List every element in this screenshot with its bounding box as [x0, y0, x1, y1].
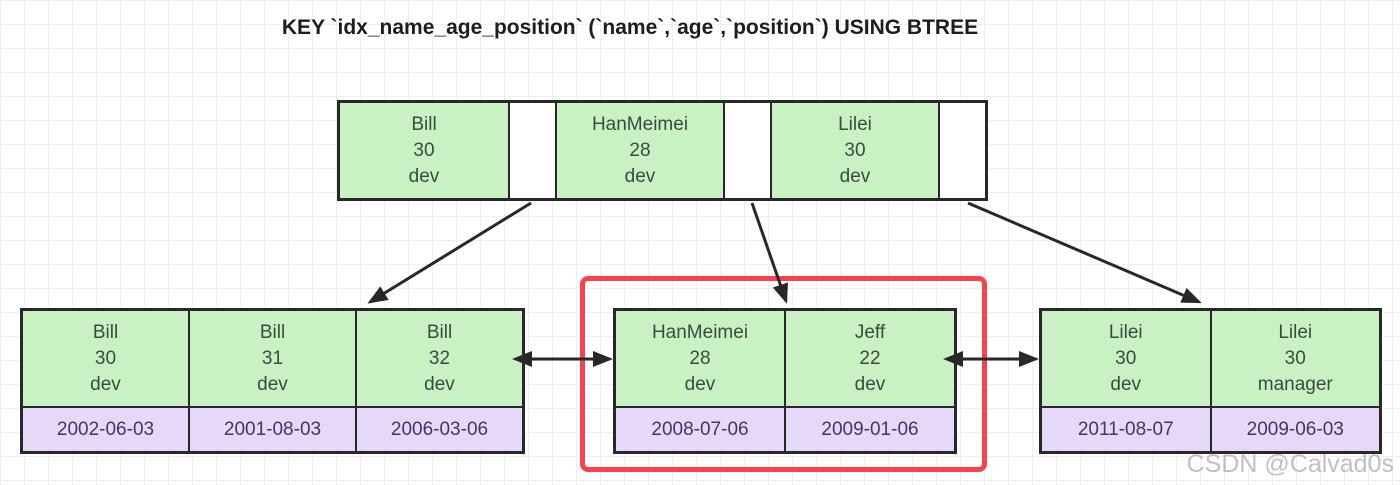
root-entry: Bill 30 dev — [340, 103, 510, 198]
leaf-index-values: Bill 31 dev — [190, 311, 355, 408]
entry-position: dev — [854, 373, 886, 395]
entry-name: Bill — [92, 321, 119, 343]
leaf-entry: HanMeimei 28 dev 2008-07-06 — [616, 311, 786, 451]
root-entry: Lilei 30 dev — [770, 103, 940, 198]
entry-position: dev — [257, 373, 288, 395]
entry-position: dev — [424, 373, 455, 395]
entry-position: dev — [684, 373, 716, 395]
leaf-index-values: Bill 30 dev — [23, 311, 188, 408]
leaf-index-values: Lilei 30 dev — [1042, 311, 1210, 408]
leaf-node-lilei: Lilei 30 dev 2011-08-07 Lilei 30 manager… — [1039, 308, 1382, 454]
root-entry: HanMeimei 28 dev — [555, 103, 725, 198]
entry-date: 2002-06-03 — [23, 408, 188, 451]
entry-name: HanMeimei — [591, 113, 689, 135]
leaf-index-values: Lilei 30 manager — [1211, 311, 1379, 408]
entry-date: 2008-07-06 — [616, 408, 784, 451]
leaf-index-values: HanMeimei 28 dev — [616, 311, 784, 408]
child-pointer-slot — [725, 103, 770, 198]
entry-age: 28 — [689, 347, 711, 369]
entry-name: Lilei — [1108, 321, 1143, 343]
entry-age: 30 — [844, 139, 866, 161]
entry-age: 30 — [413, 139, 435, 161]
watermark: CSDN @Calvad0s — [1186, 450, 1394, 478]
entry-age: 30 — [1115, 347, 1137, 369]
leaf-entry: Bill 32 dev 2006-03-06 — [357, 311, 522, 451]
entry-position: dev — [624, 165, 656, 187]
leaf-entry: Bill 31 dev 2001-08-03 — [190, 311, 357, 451]
entry-position: dev — [839, 165, 871, 187]
leaf-node-hanmeimei-jeff: HanMeimei 28 dev 2008-07-06 Jeff 22 dev … — [613, 308, 957, 454]
diagram-title: KEY `idx_name_age_position` (`name`,`age… — [281, 16, 979, 39]
entry-position: manager — [1257, 373, 1333, 395]
leaf-entry: Lilei 30 dev 2011-08-07 — [1042, 311, 1212, 451]
entry-position: dev — [408, 165, 440, 187]
leaf-entry: Lilei 30 manager 2009-06-03 — [1211, 311, 1379, 451]
entry-age: 30 — [1284, 347, 1306, 369]
child-pointer-slot — [940, 103, 985, 198]
edge-root-to-leaf3 — [967, 201, 1202, 304]
child-pointer-slot — [510, 103, 555, 198]
entry-name: Bill — [426, 321, 453, 343]
entry-age: 30 — [94, 347, 117, 369]
leaf-index-values: Bill 32 dev — [357, 311, 522, 408]
entry-name: Bill — [411, 113, 437, 135]
entry-age: 28 — [629, 139, 651, 161]
entry-age: 31 — [261, 347, 284, 369]
btree-root-node: Bill 30 dev HanMeimei 28 dev Lilei 30 de… — [337, 100, 988, 201]
entry-name: Bill — [259, 321, 286, 343]
entry-date: 2011-08-07 — [1042, 408, 1210, 451]
entry-name: HanMeimei — [651, 321, 749, 343]
entry-date: 2006-03-06 — [357, 408, 522, 451]
entry-age: 32 — [428, 347, 451, 369]
entry-date: 2001-08-03 — [190, 408, 355, 451]
leaf-entry: Jeff 22 dev 2009-01-06 — [786, 311, 954, 451]
leaf-entry: Bill 30 dev 2002-06-03 — [23, 311, 190, 451]
entry-name: Lilei — [838, 113, 872, 135]
entry-age: 22 — [859, 347, 881, 369]
edge-root-to-leaf1 — [367, 201, 532, 304]
entry-position: dev — [1110, 373, 1142, 395]
entry-date: 2009-06-03 — [1211, 408, 1379, 451]
entry-date: 2009-01-06 — [786, 408, 954, 451]
leaf-node-bill: Bill 30 dev 2002-06-03 Bill 31 dev 2001-… — [20, 308, 525, 454]
leaf-index-values: Jeff 22 dev — [786, 311, 954, 408]
entry-position: dev — [90, 373, 121, 395]
entry-name: Jeff — [854, 321, 886, 343]
entry-name: Lilei — [1278, 321, 1313, 343]
